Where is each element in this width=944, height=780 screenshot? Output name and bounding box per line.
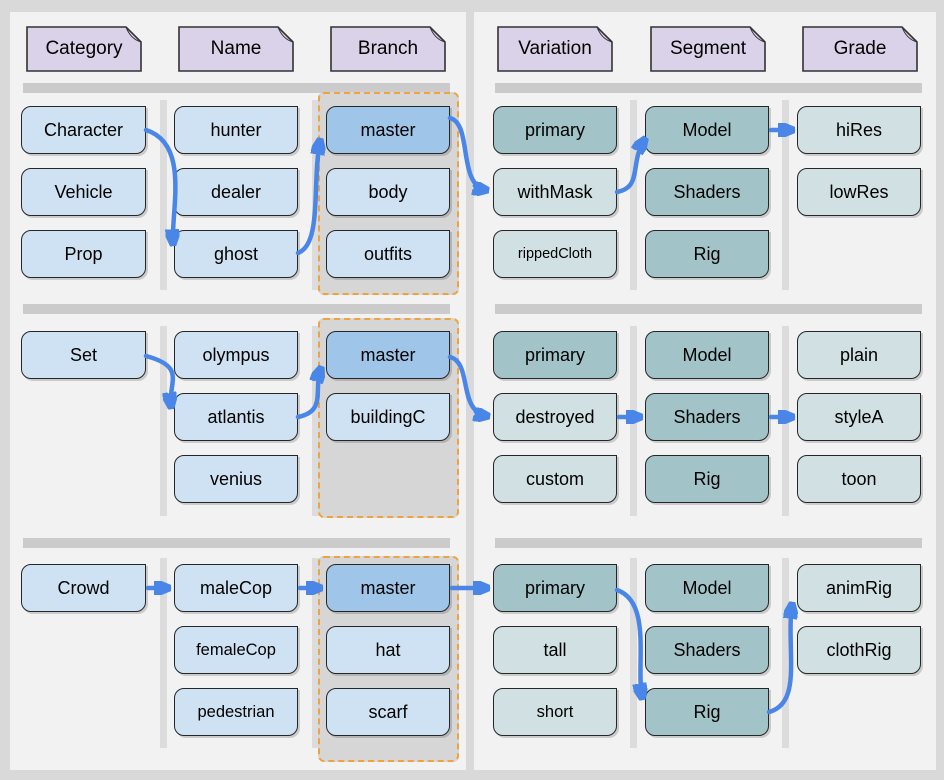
tag-grade: Grade xyxy=(802,26,918,72)
node-shaders-2: Shaders xyxy=(645,393,769,441)
node-destroyed: destroyed xyxy=(493,393,617,441)
section2-bar-left xyxy=(23,304,450,314)
divider xyxy=(160,100,167,290)
node-olympus: olympus xyxy=(174,331,298,379)
tag-label: Segment xyxy=(669,38,747,59)
folded-tag-shape xyxy=(178,26,294,72)
tag-label: Grade xyxy=(833,38,887,59)
node-tall: tall xyxy=(493,626,617,674)
node-set: Set xyxy=(21,331,146,379)
node-hunter: hunter xyxy=(174,106,298,154)
node-prop: Prop xyxy=(21,230,146,278)
node-outfits: outfits xyxy=(326,230,450,278)
section1-bar-right xyxy=(495,83,922,93)
tag-label: Name xyxy=(210,38,262,59)
node-vehicle: Vehicle xyxy=(21,168,146,216)
tag-label: Variation xyxy=(518,38,592,59)
node-plain: plain xyxy=(797,331,921,379)
node-toon: toon xyxy=(797,455,921,503)
divider xyxy=(312,326,319,516)
node-shaders-3: Shaders xyxy=(645,626,769,674)
node-hat: hat xyxy=(326,626,450,674)
node-primary-2: primary xyxy=(493,331,617,379)
node-rig-1: Rig xyxy=(645,230,769,278)
section2-bar-right xyxy=(495,304,922,314)
node-rig-2: Rig xyxy=(645,455,769,503)
folded-tag-shape xyxy=(802,26,918,72)
node-crowd: Crowd xyxy=(21,564,146,612)
node-master-3: master xyxy=(326,564,450,612)
divider xyxy=(312,558,319,748)
node-withmask: withMask xyxy=(493,168,617,216)
node-model-3: Model xyxy=(645,564,769,612)
folded-tag-shape xyxy=(497,26,613,72)
node-primary-3: primary xyxy=(493,564,617,612)
node-ghost: ghost xyxy=(174,230,298,278)
node-pedestrian: pedestrian xyxy=(174,688,298,736)
node-dealer: dealer xyxy=(174,168,298,216)
tag-label: Category xyxy=(45,38,123,59)
node-malecop: maleCop xyxy=(174,564,298,612)
divider xyxy=(782,326,789,516)
node-buildingc: buildingC xyxy=(326,393,450,441)
node-short: short xyxy=(493,688,617,736)
node-model-2: Model xyxy=(645,331,769,379)
node-clothrig: clothRig xyxy=(797,626,921,674)
folded-tag-shape xyxy=(650,26,766,72)
node-lowres: lowRes xyxy=(797,168,921,216)
tag-variation: Variation xyxy=(497,26,613,72)
tag-label: Branch xyxy=(357,38,419,59)
node-hires: hiRes xyxy=(797,106,921,154)
node-scarf: scarf xyxy=(326,688,450,736)
node-animrig: animRig xyxy=(797,564,921,612)
node-femalecop: femaleCop xyxy=(174,626,298,674)
divider xyxy=(782,558,789,748)
node-master-1: master xyxy=(326,106,450,154)
node-master-2: master xyxy=(326,331,450,379)
divider xyxy=(630,558,637,748)
divider xyxy=(630,326,637,516)
section1-bar-left xyxy=(23,83,450,93)
node-primary-1: primary xyxy=(493,106,617,154)
tag-category: Category xyxy=(26,26,142,72)
section3-bar-right xyxy=(495,538,922,548)
node-atlantis: atlantis xyxy=(174,393,298,441)
divider xyxy=(630,100,637,290)
node-shaders-1: Shaders xyxy=(645,168,769,216)
divider xyxy=(782,100,789,290)
node-rig-3: Rig xyxy=(645,688,769,736)
divider xyxy=(160,558,167,748)
tag-segment: Segment xyxy=(650,26,766,72)
section3-bar-left xyxy=(23,538,450,548)
node-venius: venius xyxy=(174,455,298,503)
divider xyxy=(160,326,167,516)
tag-name: Name xyxy=(178,26,294,72)
node-character: Character xyxy=(21,106,146,154)
tag-branch: Branch xyxy=(330,26,446,72)
node-body: body xyxy=(326,168,450,216)
folded-tag-shape xyxy=(26,26,142,72)
folded-tag-shape xyxy=(330,26,446,72)
node-rippedcloth: rippedCloth xyxy=(493,230,617,278)
node-stylea: styleA xyxy=(797,393,921,441)
node-model-1: Model xyxy=(645,106,769,154)
node-custom: custom xyxy=(493,455,617,503)
